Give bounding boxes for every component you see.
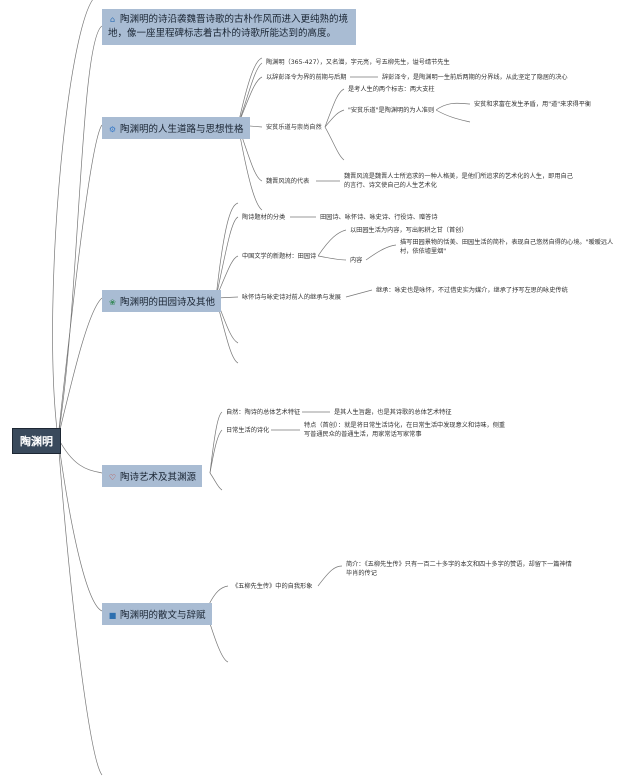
poetry-node-2b1-text: 描写田园景物的恬美、田园生活的简朴，表现自己悠然自得的心境。"暧暧远人村，依依墟… xyxy=(400,239,614,255)
house-icon: ⌂ xyxy=(109,15,116,24)
life-node-1-text: 陶渊明（365-427），又名潜，字元亮，号五柳先生，谥号靖节先生 xyxy=(266,59,450,66)
poetry-node-1a[interactable]: 田园诗、咏怀诗、咏史诗、行役诗、赠答诗 xyxy=(318,213,440,224)
branch-prose[interactable]: ■陶渊明的散文与辞赋 xyxy=(102,603,212,625)
life-node-4a[interactable]: 魏晋风流是魏晋人士所追求的一种人格美，是他们所追求的艺术化的人生，即用自己的言行… xyxy=(342,172,578,191)
poetry-node-2a[interactable]: 以田园生活为内容，写出躬耕之甘（首创） xyxy=(348,226,470,237)
leaf-icon: ❀ xyxy=(109,298,116,307)
branch-art-title: 陶诗艺术及其渊源 xyxy=(120,472,197,483)
art-node-1[interactable]: 自然：陶诗的总体艺术特征 xyxy=(224,408,303,419)
prose-node-1-text: 《五柳先生传》中的自我形象 xyxy=(232,583,313,590)
root-node[interactable]: 陶渊明 xyxy=(12,428,61,454)
book-icon: ■ xyxy=(108,611,117,620)
poetry-node-2[interactable]: 中国文学的新题材：田园诗 xyxy=(240,252,319,263)
art-node-2-text: 日常生活的诗化 xyxy=(226,427,270,434)
life-node-3b[interactable]: "安贫乐道"是陶渊明的为人准则 xyxy=(346,106,437,117)
poetry-node-2b1[interactable]: 描写田园景物的恬美、田园生活的简朴，表现自己悠然自得的心境。"暧暧远人村，依依墟… xyxy=(398,238,624,257)
poetry-node-3a[interactable]: 继承：咏史也是咏怀，不过借史实为媒介，继承了抒写左思的咏史传统 xyxy=(374,286,570,297)
branch-prose-title: 陶渊明的散文与辞赋 xyxy=(120,610,206,621)
poetry-node-2b[interactable]: 内容 xyxy=(348,256,365,267)
art-node-1-text: 自然：陶诗的总体艺术特征 xyxy=(226,409,301,416)
life-node-3a-text: 是考人生的两个标志：两大支柱 xyxy=(348,86,435,93)
life-node-1[interactable]: 陶渊明（365-427），又名潜，字元亮，号五柳先生，谥号靖节先生 xyxy=(264,58,452,69)
art-node-1a[interactable]: 是其人生旨趣，也是其诗歌的总体艺术特征 xyxy=(332,408,454,419)
art-node-2a-text: 特点（首创）：就是将日常生活诗化，在日常生活中发现意义和诗味，侧重写普通民众的普… xyxy=(304,422,506,438)
poetry-node-1a-text: 田园诗、咏怀诗、咏史诗、行役诗、赠答诗 xyxy=(320,214,438,221)
branch-life-title: 陶渊明的人生道路与思想性格 xyxy=(120,124,244,135)
poetry-node-3[interactable]: 咏怀诗与咏史诗对前人的继承与发展 xyxy=(240,293,343,304)
poetry-node-2a-text: 以田园生活为内容，写出躬耕之甘（首创） xyxy=(350,227,468,234)
art-node-2a[interactable]: 特点（首创）：就是将日常生活诗化，在日常生活中发现意义和诗味，侧重写普通民众的普… xyxy=(302,421,512,440)
life-node-4-text: 魏晋风流的代表 xyxy=(266,178,310,185)
poetry-node-1-text: 陶诗题材的分类 xyxy=(242,214,286,221)
life-node-3b-text: "安贫乐道"是陶渊明的为人准则 xyxy=(348,107,435,114)
poetry-node-3a-text: 继承：咏史也是咏怀，不过借史实为媒介，继承了抒写左思的咏史传统 xyxy=(376,287,568,294)
life-node-3a[interactable]: 是考人生的两个标志：两大支柱 xyxy=(346,85,437,96)
poetry-node-2-text: 中国文学的新题材：田园诗 xyxy=(242,253,317,260)
life-node-2a-text: 辞彭泽令，是陶渊明一生前后两期的分界线，从此坚定了隐居的决心 xyxy=(382,74,568,81)
prose-node-1a[interactable]: 简介：《五柳先生传》只有一百二十多字的本文和四十多字的赞语，却留下一篇神情毕肖的… xyxy=(344,560,580,579)
branch-intro-text: 陶渊明的诗沿袭魏晋诗歌的古朴作风而进入更纯熟的境地，像一座里程碑标志着古朴的诗歌… xyxy=(108,14,349,39)
life-node-3b1[interactable]: 安贫和求富在发生矛盾，用"道"来求得平衡 xyxy=(472,100,594,111)
poetry-node-2b-text: 内容 xyxy=(350,257,363,264)
life-node-3[interactable]: 安贫乐道与崇尚自然 xyxy=(264,123,324,134)
branch-life[interactable]: ⚙陶渊明的人生道路与思想性格 xyxy=(102,117,250,139)
poetry-node-3-text: 咏怀诗与咏史诗对前人的继承与发展 xyxy=(242,294,341,301)
art-node-2[interactable]: 日常生活的诗化 xyxy=(224,426,272,437)
life-node-4[interactable]: 魏晋风流的代表 xyxy=(264,177,312,188)
branch-art[interactable]: ♡陶诗艺术及其渊源 xyxy=(102,465,203,487)
prose-node-1[interactable]: 《五柳先生传》中的自我形象 xyxy=(230,582,315,593)
poetry-node-1[interactable]: 陶诗题材的分类 xyxy=(240,213,288,224)
branch-poetry-title: 陶渊明的田园诗及其他 xyxy=(120,297,216,308)
life-node-2a[interactable]: 辞彭泽令，是陶渊明一生前后两期的分界线，从此坚定了隐居的决心 xyxy=(380,73,570,84)
gear-icon: ⚙ xyxy=(108,125,117,134)
branch-poetry[interactable]: ❀ 陶渊明的田园诗及其他 xyxy=(102,290,222,312)
life-node-3b1-text: 安贫和求富在发生矛盾，用"道"来求得平衡 xyxy=(474,101,592,108)
life-node-4a-text: 魏晋风流是魏晋人士所追求的一种人格美，是他们所追求的艺术化的人生，即用自己的言行… xyxy=(344,173,573,189)
root-label: 陶渊明 xyxy=(20,435,53,448)
life-node-2[interactable]: 以辞彭泽令为界的前期与后期 xyxy=(264,73,349,84)
branch-intro[interactable]: ⌂陶渊明的诗沿袭魏晋诗歌的古朴作风而进入更纯熟的境地，像一座里程碑标志着古朴的诗… xyxy=(102,9,356,45)
life-node-3-text: 安贫乐道与崇尚自然 xyxy=(266,124,322,131)
prose-node-1a-text: 简介：《五柳先生传》只有一百二十多字的本文和四十多字的赞语，却留下一篇神情毕肖的… xyxy=(346,561,572,577)
heart-icon: ♡ xyxy=(108,473,117,482)
art-node-1a-text: 是其人生旨趣，也是其诗歌的总体艺术特征 xyxy=(334,409,452,416)
life-node-2-text: 以辞彭泽令为界的前期与后期 xyxy=(266,74,347,81)
